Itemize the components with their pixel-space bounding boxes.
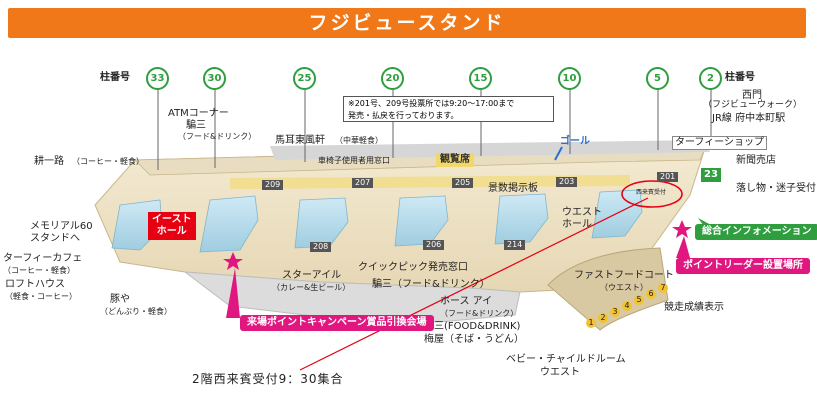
campaign-callout: 来場ポイントキャンペーン賞品引換会場 <box>240 315 434 331</box>
pillar-pin-2: 2 <box>699 67 722 90</box>
turfy-shop-label: ターフィーショップ <box>672 136 767 150</box>
atm-shop-sub: （フード&ドリンク） <box>178 132 257 141</box>
sequence-6: 6 <box>646 289 656 299</box>
pillar-pin-25: 25 <box>293 67 316 90</box>
green-marker-23: 23 <box>701 168 721 182</box>
west-guest-highlight <box>621 180 683 208</box>
room-214: 214 <box>504 240 526 250</box>
pillar-pin-30: 30 <box>203 67 226 90</box>
room-205: 205 <box>452 178 474 188</box>
seimon-sub: （フジビューウォーク） <box>703 100 803 110</box>
notice-line-2: 発売・払戻を行っております。 <box>348 111 459 120</box>
room-201: 201 <box>657 172 679 182</box>
kanransha-label: 観覧席 <box>436 153 474 167</box>
buta-label: 豚や <box>110 294 130 305</box>
newsstand-label: 新聞売店 <box>736 155 776 166</box>
sequence-1: 1 <box>586 318 596 328</box>
starisle-label: スターアイル <box>282 270 342 281</box>
fastfood-sub: （ウエスト） <box>600 283 648 292</box>
loft-sub: （軽食・コーヒー） <box>5 292 77 301</box>
pillar-pin-5: 5 <box>646 67 669 90</box>
general-info-callout: 総合インフォメーション <box>695 224 817 240</box>
meeting-annotation: 2階西来賓受付9：30集合 <box>192 372 344 386</box>
jr-station-label: JR線 府中本町駅 <box>712 113 786 124</box>
room-203: 203 <box>556 177 578 187</box>
map-title: フジビュースタンド <box>308 12 506 34</box>
sequence-2: 2 <box>598 313 608 323</box>
room-208: 208 <box>310 242 332 252</box>
bajito-label: 馬耳東風軒 <box>275 135 325 146</box>
fastfood-label: ファストフードコート <box>574 270 674 281</box>
reader-pointer <box>676 236 690 258</box>
horse-eye-label: ホース アイ <box>440 296 493 307</box>
room-209: 209 <box>262 180 284 190</box>
memorial-label-2: スタンドへ <box>30 233 80 244</box>
turfy-cafe-sub: （コーヒー・軽食） <box>3 266 75 275</box>
campaign-pointer <box>226 268 240 318</box>
sequence-5: 5 <box>634 295 644 305</box>
annotation-pointer <box>299 197 649 371</box>
pillar-label-left: 柱番号 <box>100 72 130 83</box>
rotunda <box>547 247 669 331</box>
keiji-label: 景数掲示板 <box>488 183 538 194</box>
atm-shop-label: 騙三 <box>186 120 206 131</box>
baby-room-label: ベビー・チャイルドルーム <box>506 354 626 365</box>
results-label: 競走成績表示 <box>664 302 724 313</box>
room-206: 206 <box>423 240 445 250</box>
pillar-pin-20: 20 <box>381 67 404 90</box>
pillar-pin-15: 15 <box>469 67 492 90</box>
grandstand-roof <box>270 140 710 160</box>
goal-label: ゴール <box>560 136 590 147</box>
bajito-sub: （中華軽食） <box>335 136 383 145</box>
horse-eye-sub: （フード&ドリンク） <box>440 309 519 318</box>
wheelchair-label: 車椅子使用者用窓口 <box>318 156 390 165</box>
goal-line <box>554 146 563 161</box>
west-hall-label: ウエスト ホール <box>562 207 602 230</box>
memorial-label: メモリアル60 <box>30 221 93 232</box>
ryozo2-label: 騙三(FOOD&DRINK) <box>424 321 521 332</box>
voting-notice: ※201号、209号投票所では9:20～17:00まで 発売・払戻を行っておりま… <box>343 96 554 122</box>
header-bar: フジビュースタンド <box>8 8 806 38</box>
ippo-sub: （コーヒー・軽食） <box>72 157 144 166</box>
turfy-cafe-label: ターフィーカフェ <box>3 253 83 264</box>
stand-band <box>230 175 630 189</box>
pillar-pin-33: 33 <box>146 67 169 90</box>
lost-found-label: 落し物・迷子受付 <box>736 183 816 194</box>
lower-deck <box>183 271 521 323</box>
sequence-7: 7 <box>658 283 668 293</box>
west-guest-label: 西来賓受付 <box>636 189 667 196</box>
ryozo-label: 騙三（フード&ドリンク） <box>372 279 490 290</box>
buta-sub: （どんぶり・軽食） <box>100 307 172 316</box>
ippo-label: 耕一路 <box>34 156 64 167</box>
sequence-4: 4 <box>622 301 632 311</box>
starisle-sub: （カレー&生ビール） <box>272 283 351 292</box>
umeya-label: 梅屋（そば・うどん） <box>424 334 524 345</box>
point-reader-callout: ポイントリーダー設置場所 <box>676 258 810 274</box>
sequence-3: 3 <box>610 307 620 317</box>
notice-line-1: ※201号、209号投票所では9:20～17:00まで <box>348 99 515 108</box>
east-hall-label: イースト ホール <box>148 212 196 240</box>
loft-label: ロフトハウス <box>5 279 65 290</box>
room-207: 207 <box>352 178 374 188</box>
star-markers <box>223 220 692 270</box>
atm-label: ATMコーナー <box>168 108 229 119</box>
pillar-pin-10: 10 <box>558 67 581 90</box>
quickpick-label: クイックピック発売窓口 <box>358 262 468 273</box>
baby-room-label-2: ウエスト <box>540 367 580 378</box>
seimon-label: 西門 <box>742 90 762 101</box>
pillar-label-right: 柱番号 <box>725 72 755 83</box>
